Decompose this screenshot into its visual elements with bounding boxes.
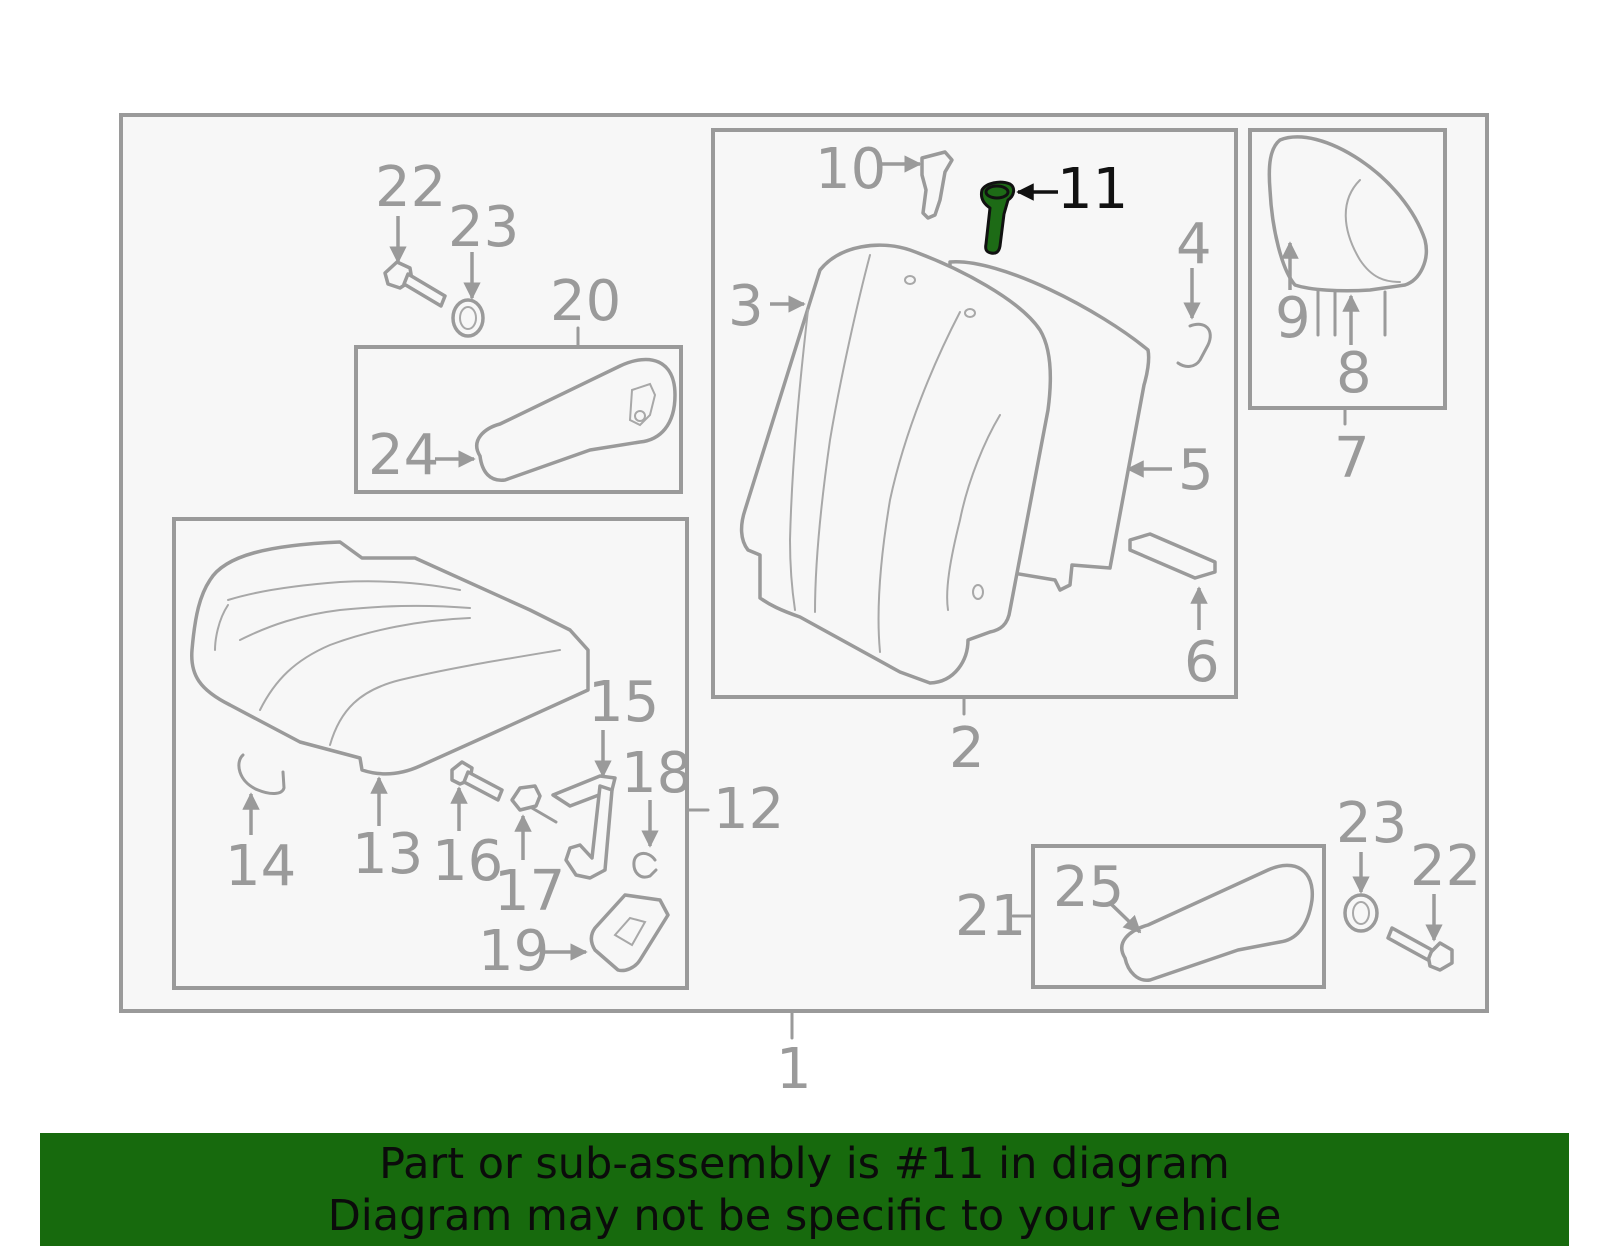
label-13: 13 [352,822,423,887]
label-12: 12 [713,777,784,842]
seat-back-box [711,128,1238,699]
label-22-lower: 22 [1410,834,1481,899]
label-11: 11 [1057,157,1128,222]
label-17: 17 [494,859,565,924]
label-18: 18 [621,741,692,806]
label-9: 9 [1275,286,1311,351]
label-24: 24 [368,423,439,488]
label-2: 2 [949,716,985,781]
lever-part-24 [475,357,677,482]
lever-box-upper [354,345,683,494]
highlighted-part-11 [980,180,1016,255]
label-20: 20 [550,269,621,334]
label-7: 7 [1334,426,1370,491]
seat-back-pad [739,243,1151,685]
seat-cushion [190,540,590,776]
label-1: 1 [776,1037,812,1102]
label-19: 19 [478,919,549,984]
bolt-part-16 [450,760,504,802]
label-16: 16 [432,829,503,894]
bolt-22-lower [1386,926,1454,972]
label-3: 3 [728,274,764,339]
label-4: 4 [1176,212,1212,277]
label-15: 15 [588,670,659,735]
label-6: 6 [1184,630,1220,695]
banner-line-2: Diagram may not be specific to your vehi… [327,1190,1282,1241]
cover-part-19 [589,893,670,973]
headrest-guide [920,150,954,220]
label-8: 8 [1336,341,1372,406]
headrest [1267,135,1428,337]
banner-line-1: Part or sub-assembly is #11 in diagram [379,1138,1230,1189]
cushion-box [172,517,689,990]
hook-part-4 [1176,322,1212,368]
label-14: 14 [225,834,296,899]
label-10: 10 [815,137,886,202]
washer-23-lower [1343,893,1379,933]
strip-part-6 [1128,532,1217,580]
headrest-box [1248,128,1447,410]
clip-part-18 [632,852,658,879]
label-5: 5 [1178,438,1214,503]
label-23-upper: 23 [448,195,519,260]
label-25: 25 [1053,855,1124,920]
info-banner: Part or sub-assembly is #11 in diagram D… [40,1133,1569,1246]
hook-part-14 [237,753,286,795]
callout-labels: 1 2 3 4 5 6 7 8 9 10 11 12 13 14 15 16 1… [225,137,1481,1102]
label-23-lower: 23 [1336,791,1407,856]
washer-23-upper [451,298,485,338]
leader-arrows [242,155,1443,961]
nut-part-17 [510,784,558,824]
label-22-upper: 22 [375,155,446,220]
bracket-part-15 [551,774,617,880]
label-21: 21 [955,884,1026,949]
